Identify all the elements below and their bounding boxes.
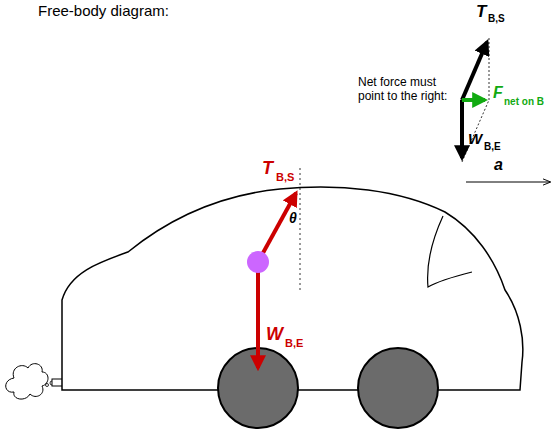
note: Net force must point to the right: — [358, 76, 458, 104]
force-symbol: F — [493, 84, 503, 102]
fbd-tension-arrow — [462, 42, 487, 100]
force-subscript: B,S — [276, 171, 294, 184]
parallelogram-guide — [462, 100, 489, 162]
fbd-weight-arrow — [460, 100, 464, 158]
acceleration-arrow — [466, 182, 550, 183]
pendulum-ball — [247, 251, 269, 273]
car-body — [62, 187, 523, 390]
force-symbol: W — [468, 130, 482, 147]
fbd-net-force-arrow — [462, 98, 485, 102]
diagram-heading: Free-body diagram: — [38, 2, 169, 19]
weight-arrow — [256, 262, 260, 368]
force-symbol: W — [266, 324, 283, 345]
parallelogram-guide — [489, 38, 490, 100]
force-symbol: T — [262, 158, 273, 179]
wheel — [358, 348, 438, 428]
tension-arrow — [258, 193, 296, 262]
angle-symbol: θ — [289, 210, 297, 226]
force-subscript: B,S — [488, 13, 505, 25]
force-symbol: T — [476, 2, 486, 22]
vertical-reference — [300, 168, 301, 292]
force-subscript: net on B — [504, 96, 544, 108]
acceleration-symbol: a — [494, 156, 503, 174]
force-subscript: B,E — [285, 337, 303, 350]
exhaust-puff — [46, 384, 49, 387]
exhaust-cloud — [6, 364, 48, 399]
car-window — [428, 216, 472, 287]
force-subscript: B,E — [484, 141, 501, 153]
